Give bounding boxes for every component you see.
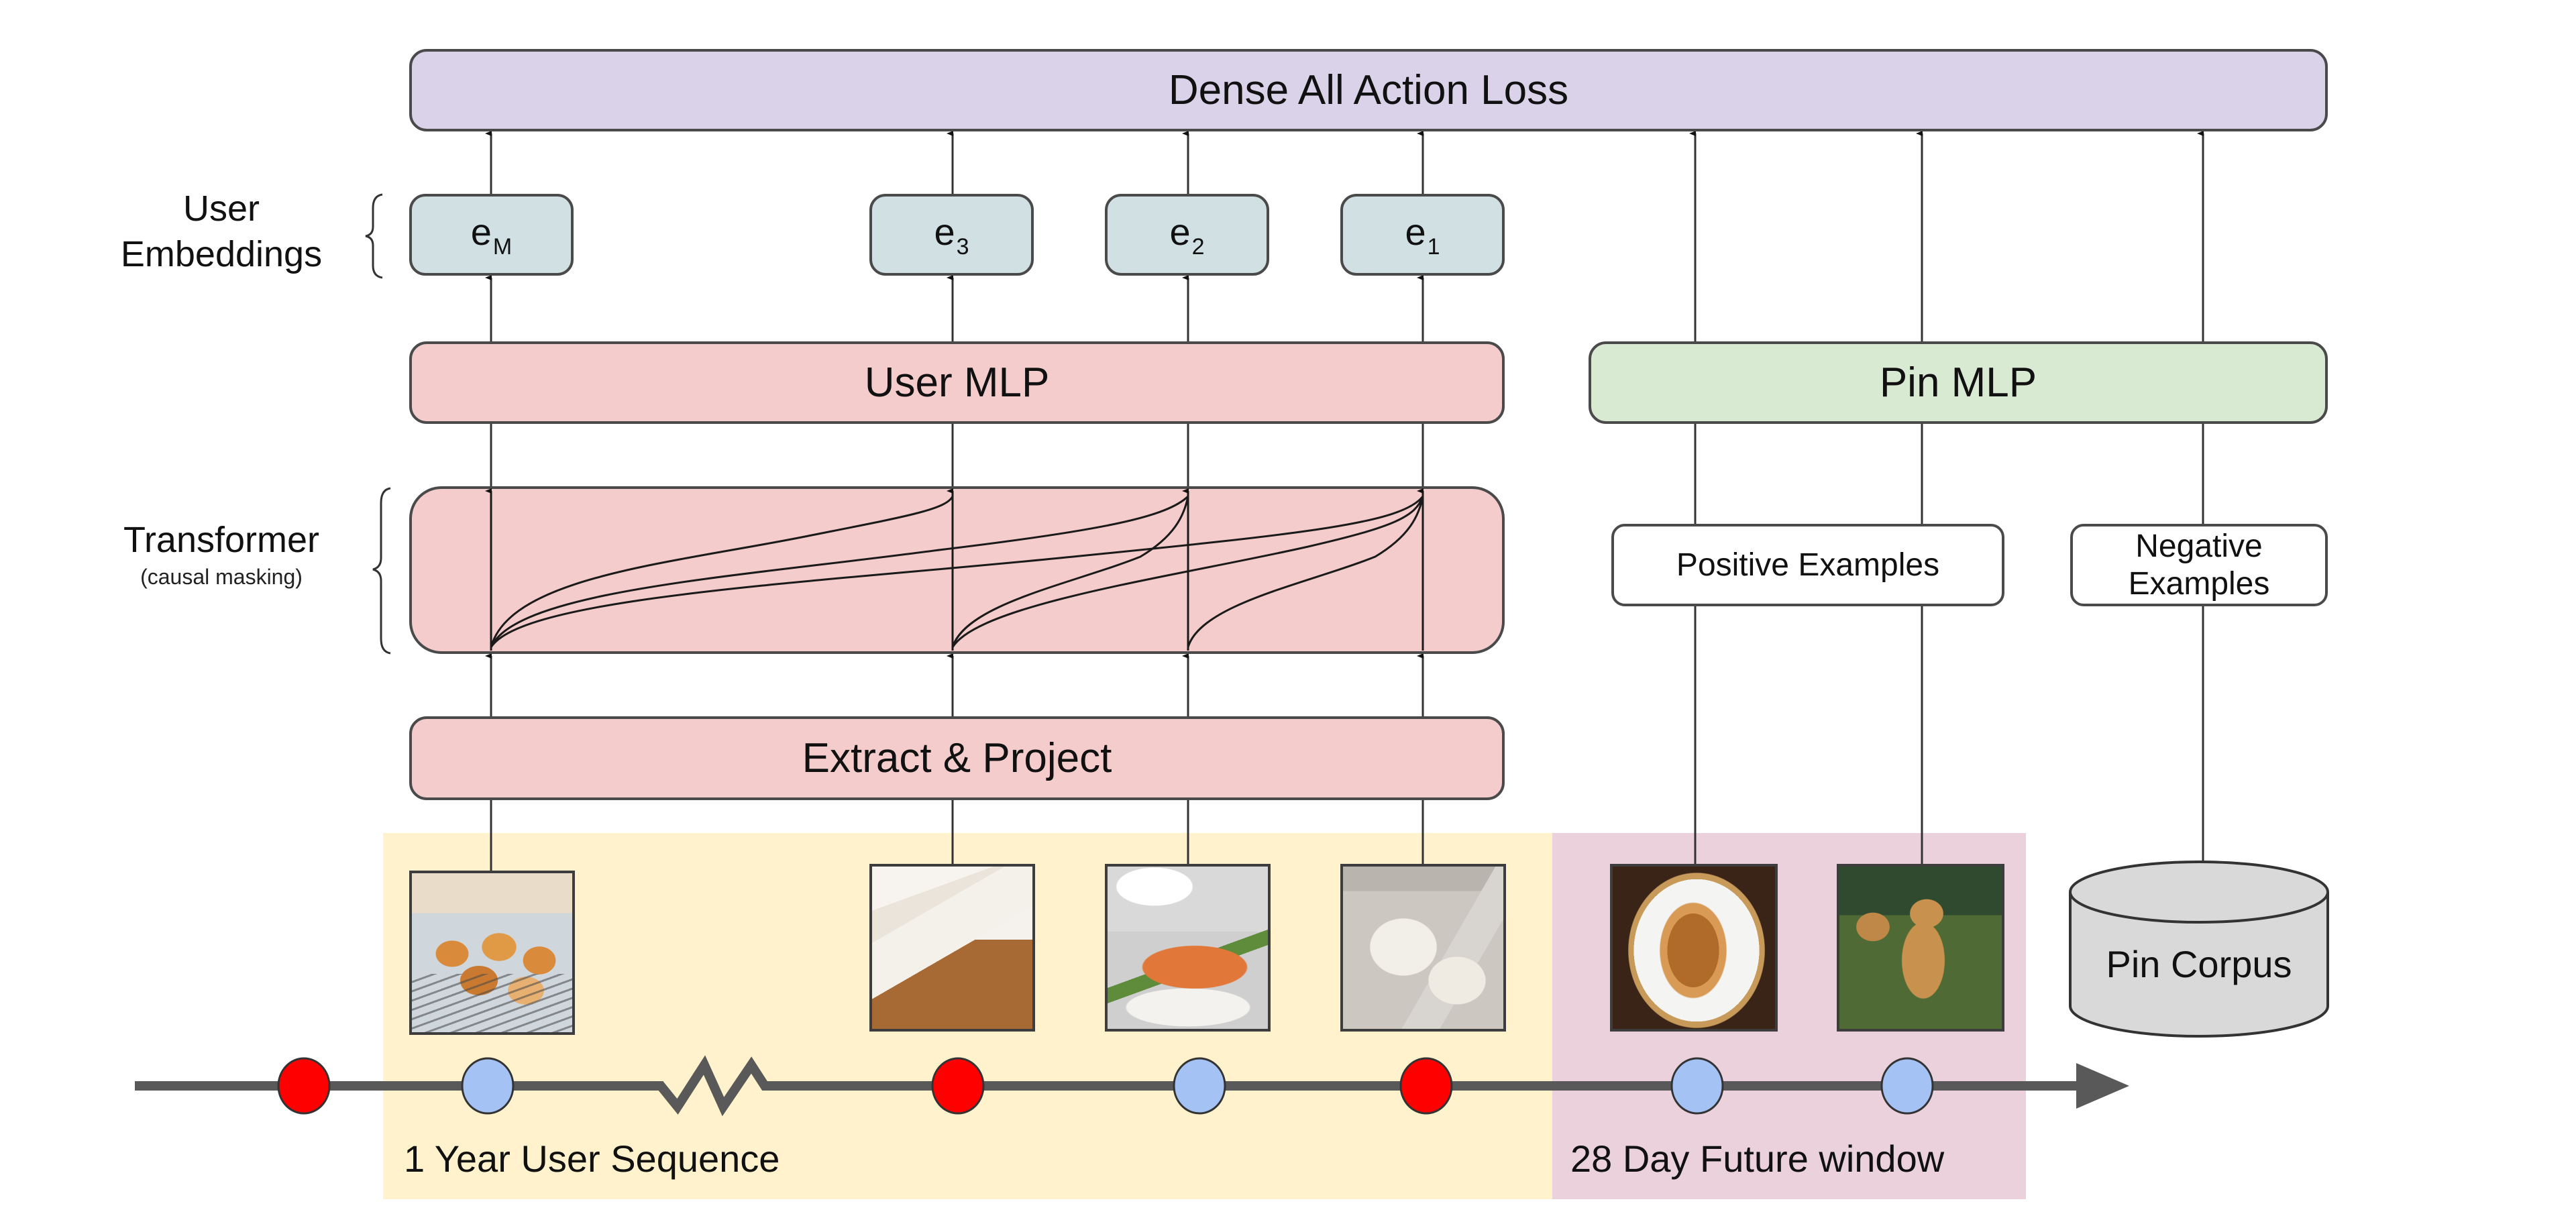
pasta-image bbox=[1610, 864, 1778, 1032]
user-embedding-box: e3 bbox=[869, 194, 1034, 276]
embedding-label: e2 bbox=[1169, 210, 1205, 260]
attention-curve bbox=[951, 496, 1424, 648]
attention-curve bbox=[490, 496, 954, 648]
negative-event-dot bbox=[931, 1057, 985, 1115]
negative-examples-label-line1: Negative bbox=[2135, 529, 2263, 565]
extract-project-box: Extract & Project bbox=[409, 716, 1505, 800]
negative-event-dot bbox=[277, 1057, 331, 1115]
bread-rolls-image bbox=[409, 871, 575, 1035]
embedding-label: eM bbox=[470, 210, 513, 260]
attention-curve bbox=[1187, 496, 1424, 648]
pin-mlp-label: Pin MLP bbox=[1879, 359, 2037, 406]
user-embedding-box: eM bbox=[409, 194, 574, 276]
positive-examples-box: Positive Examples bbox=[1611, 524, 2004, 606]
positive-event-dot bbox=[1173, 1057, 1226, 1115]
user-embeddings-label: User Embeddings bbox=[101, 186, 342, 277]
attention-curve bbox=[490, 496, 1424, 648]
negative-examples-box: Negative Examples bbox=[2070, 524, 2328, 606]
positive-examples-label: Positive Examples bbox=[1676, 547, 1940, 583]
pin-corpus-label: Pin Corpus bbox=[2106, 943, 2292, 985]
user-embeddings-label-line1: User bbox=[182, 188, 260, 229]
attention-curve bbox=[490, 495, 1189, 648]
negative-examples-label-line2: Examples bbox=[2128, 565, 2270, 602]
transformer-label: Transformer (causal masking) bbox=[101, 518, 342, 590]
user-embedding-box: e2 bbox=[1105, 194, 1269, 276]
negative-event-dot bbox=[1399, 1057, 1453, 1115]
user-embeddings-label-line2: Embeddings bbox=[120, 233, 323, 274]
pin-mlp-box: Pin MLP bbox=[1589, 341, 2328, 424]
embedding-label: e1 bbox=[1405, 210, 1440, 260]
positive-event-dot bbox=[1880, 1057, 1934, 1115]
transformer-box bbox=[409, 486, 1505, 654]
dense-all-action-loss-box: Dense All Action Loss bbox=[409, 49, 2328, 131]
positive-event-dot bbox=[461, 1057, 515, 1115]
transformer-label-title: Transformer bbox=[123, 520, 320, 560]
user-mlp-box: User MLP bbox=[409, 341, 1505, 424]
transformer-label-note: (causal masking) bbox=[140, 564, 303, 589]
user-embedding-box: e1 bbox=[1340, 194, 1505, 276]
future-window-label: 28 Day Future window bbox=[1570, 1138, 1945, 1180]
user-mlp-label: User MLP bbox=[864, 359, 1050, 406]
pin-corpus-cylinder bbox=[2069, 861, 2329, 1038]
positive-event-dot bbox=[1670, 1057, 1724, 1115]
attention-curve bbox=[951, 496, 1189, 648]
loss-label: Dense All Action Loss bbox=[1168, 67, 1569, 113]
history-window-label: 1 Year User Sequence bbox=[404, 1138, 780, 1180]
extract-project-label: Extract & Project bbox=[802, 735, 1112, 781]
timeline-arrowhead bbox=[2076, 1063, 2129, 1109]
dog-image bbox=[1837, 864, 2004, 1032]
timeline-axis bbox=[135, 1055, 2129, 1117]
salmon-image bbox=[1105, 864, 1271, 1032]
sliced-bread-image bbox=[869, 864, 1035, 1032]
embedding-label: e3 bbox=[934, 210, 969, 260]
dog-bed-image bbox=[1340, 864, 1506, 1032]
